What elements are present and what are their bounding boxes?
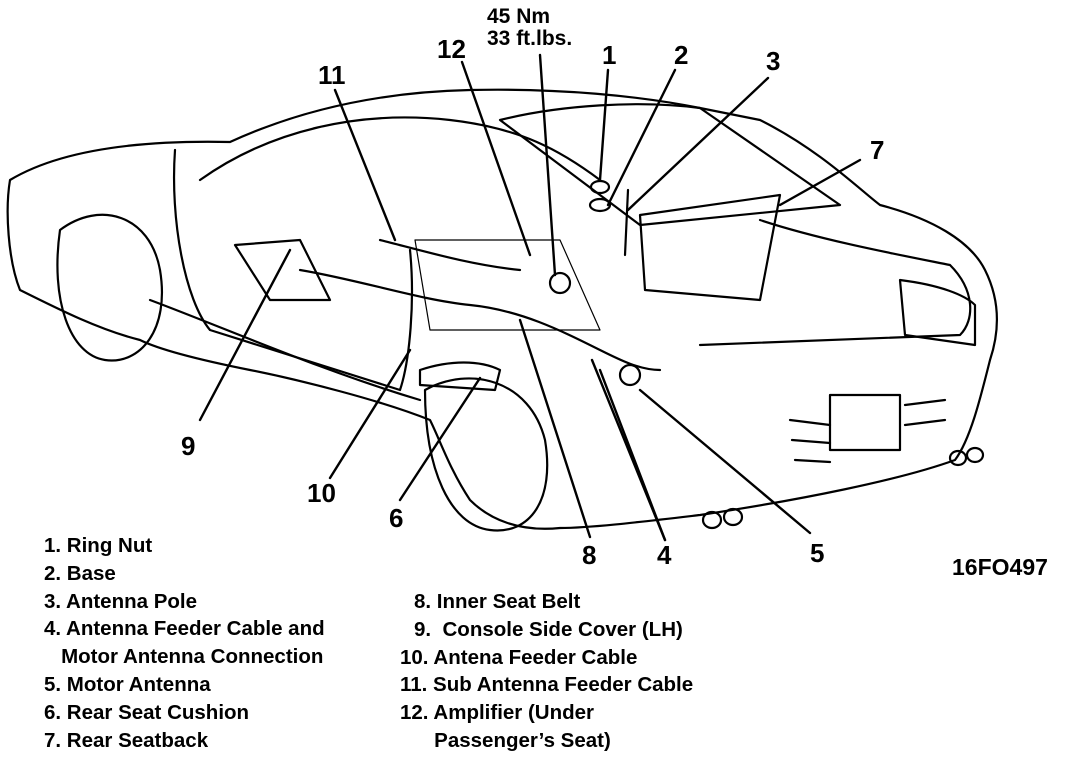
leader-line-9	[198, 248, 292, 422]
rear-seat-cushion	[418, 361, 502, 392]
exhaust-tip	[948, 449, 968, 467]
rear-window	[498, 103, 842, 227]
figure-code: 16FO497	[952, 554, 1048, 580]
leader-line-11	[333, 88, 397, 242]
leader-line-4b	[590, 358, 667, 542]
legend-item: 12. Amplifier (Under	[400, 701, 595, 725]
callout-4: 4	[657, 540, 672, 570]
callout-6: 6	[389, 503, 404, 533]
leader-line-12	[460, 60, 532, 257]
exhaust-tip	[701, 510, 723, 530]
callout-5: 5	[810, 538, 825, 568]
antenna-base	[588, 197, 612, 213]
legend-item: 10. Antena Feeder Cable	[400, 645, 638, 669]
callout-8: 8	[582, 540, 597, 570]
tail-light	[898, 278, 977, 347]
legend-item: 11. Sub Antenna Feeder Cable	[400, 673, 694, 697]
legend-item: Passenger’s Seat)	[400, 728, 611, 752]
legend-item: 1. Ring Nut	[44, 534, 153, 557]
callout-3: 3	[766, 46, 781, 76]
callout-12: 12	[437, 34, 466, 64]
exhaust-tip	[965, 446, 985, 464]
front-wheel	[56, 213, 163, 362]
window-outline	[198, 116, 602, 182]
rear-wheel	[423, 377, 549, 532]
rear-seatback	[638, 193, 782, 302]
torque-spec: 45 Nm 33 ft.lbs.	[487, 6, 572, 50]
ring-nut	[589, 179, 611, 195]
feeder-cable	[298, 268, 662, 372]
sill-line	[148, 298, 422, 402]
leader-line-1	[598, 68, 610, 182]
console-cover	[233, 238, 332, 302]
leader-line-torque	[538, 53, 557, 277]
legend-item: 2. Base	[44, 561, 116, 585]
rear-bumper-vents	[788, 398, 947, 464]
legend-item: 4. Antenna Feeder Cable and	[44, 617, 325, 641]
callout-11: 11	[318, 60, 346, 90]
callout-10: 10	[307, 478, 336, 508]
leader-line-5	[638, 388, 812, 535]
torque-ftlbs: 33 ft.lbs.	[487, 27, 573, 50]
torque-nm: 45 Nm	[487, 5, 551, 28]
license-plate	[828, 393, 902, 452]
legend-item: 9. Console Side Cover (LH)	[414, 617, 683, 641]
legend-left: 1. Ring Nut 2. Base 3. Antenna Pole 4. A…	[44, 532, 325, 754]
exhaust-tip	[722, 507, 744, 527]
sub-feeder-cable	[378, 238, 522, 272]
door-line	[172, 148, 414, 392]
legend-item: 5. Motor Antenna	[44, 672, 211, 696]
legend-item: Motor Antenna Connection	[44, 645, 324, 669]
leader-line-2	[606, 68, 677, 207]
car-body-outline	[6, 88, 998, 530]
callout-1: 1	[602, 40, 617, 70]
callout-7: 7	[870, 135, 885, 165]
leader-line-3	[626, 76, 770, 212]
leader-line-6	[398, 376, 482, 502]
legend-item: 6. Rear Seat Cushion	[44, 700, 250, 724]
amplifier	[548, 271, 572, 295]
legend-item: 3. Antenna Pole	[44, 589, 198, 613]
leader-line-10	[328, 348, 412, 480]
leader-line-8	[518, 318, 592, 539]
legend-item: 8. Inner Seat Belt	[414, 590, 581, 613]
motor-antenna	[618, 363, 642, 387]
antenna-pole	[623, 188, 630, 257]
interior-grid	[414, 239, 601, 331]
callout-9: 9	[181, 431, 196, 461]
legend-right: 8. Inner Seat Belt 9. Console Side Cover…	[400, 588, 693, 755]
leader-line-7	[778, 158, 862, 207]
callout-2: 2	[674, 40, 689, 70]
trunk-lid	[698, 218, 972, 347]
legend-item: 7. Rear Seatback	[44, 728, 209, 752]
